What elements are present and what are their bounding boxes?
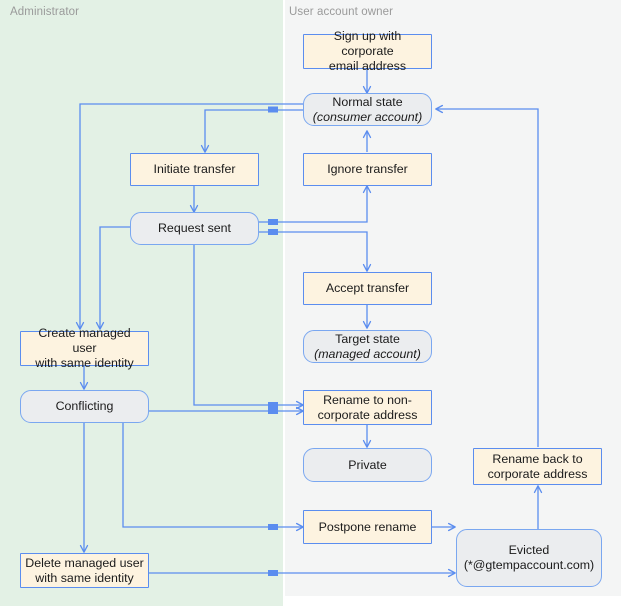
node-line-1: Postpone rename (318, 519, 417, 534)
node-create-managed-user-with-same-identity[interactable]: Create managed user with same identity (20, 326, 149, 370)
node-line-1: Target state (335, 331, 400, 346)
node-line-1: Sign up with corporate (333, 29, 402, 58)
edge-normal-to-create-user (75, 103, 303, 330)
node-rename-to-non-corporate-address[interactable]: Rename to non- corporate address (303, 390, 432, 425)
node-line-1: Rename back to (492, 451, 583, 466)
edge-request-sent-to-ignore (258, 185, 372, 223)
edge-rename-back-to-normal (435, 104, 539, 447)
node-accept-transfer[interactable]: Accept transfer (303, 272, 432, 305)
node-line-1: Normal state (332, 94, 403, 109)
node-ignore-transfer[interactable]: Ignore transfer (303, 153, 432, 186)
node-line-2: (consumer account) (312, 109, 423, 124)
node-rename-back-to-corporate-address[interactable]: Rename back to corporate address (473, 448, 602, 485)
node-line-1: Rename to non- (323, 392, 412, 407)
node-line-1: Create managed user (38, 326, 131, 355)
edge-dot-request-right-a (268, 219, 278, 225)
node-line-2: corporate address (487, 466, 588, 481)
edge-dot-evicted-a (268, 570, 278, 576)
node-line-2: (*@gtempaccount.com) (463, 558, 595, 572)
node-line-2: (managed account) (314, 346, 421, 361)
node-line-2: with same identity (35, 570, 134, 585)
node-line-2: corporate address (317, 407, 418, 422)
edge-dot-postpone-a (268, 524, 278, 530)
edge-dot-request-right-b (268, 229, 278, 235)
node-normal-state[interactable]: Normal state (consumer account) (303, 93, 432, 126)
edge-request-sent-to-create-user (95, 226, 130, 330)
node-line-1: Conflicting (55, 399, 114, 413)
edge-normal-to-initiate (200, 109, 303, 153)
edge-conflicting-to-postpone (122, 423, 304, 532)
node-request-sent[interactable]: Request sent (130, 212, 259, 245)
node-line-1: Request sent (157, 221, 231, 235)
node-line-1: Evicted (508, 543, 550, 557)
node-line-2: email address (328, 59, 407, 73)
swimlane-administrator (0, 0, 283, 606)
node-private[interactable]: Private (303, 448, 432, 482)
edge-dot-rename-non-a (268, 402, 278, 408)
node-initiate-transfer[interactable]: Initiate transfer (130, 153, 259, 186)
node-postpone-rename[interactable]: Postpone rename (303, 510, 432, 544)
node-line-1: Private (348, 457, 387, 472)
edge-request-sent-to-rename-non (193, 242, 304, 410)
edge-request-sent-to-accept (258, 231, 372, 272)
edge-dot-normal-left-a (268, 106, 278, 113)
node-delete-managed-user-with-same-identity[interactable]: Delete managed user with same identity (20, 553, 149, 588)
node-line-1: Ignore transfer (327, 162, 408, 176)
node-line-1: Delete managed user (25, 555, 144, 570)
edge-dot-rename-non-b (268, 408, 278, 414)
node-sign-up-with-corporate-email-address[interactable]: Sign up with corporate email address (303, 29, 432, 73)
node-evicted[interactable]: Evicted (*@gtempaccount.com) (456, 529, 602, 587)
node-target-state[interactable]: Target state (managed account) (303, 330, 432, 363)
node-line-1: Initiate transfer (153, 162, 236, 176)
node-line-2: with same identity (35, 356, 134, 370)
swimlane-label-user-account-owner: User account owner (289, 6, 394, 18)
swimlane-label-administrator: Administrator (10, 6, 80, 18)
node-line-1: Accept transfer (325, 281, 410, 295)
node-conflicting[interactable]: Conflicting (20, 390, 149, 423)
